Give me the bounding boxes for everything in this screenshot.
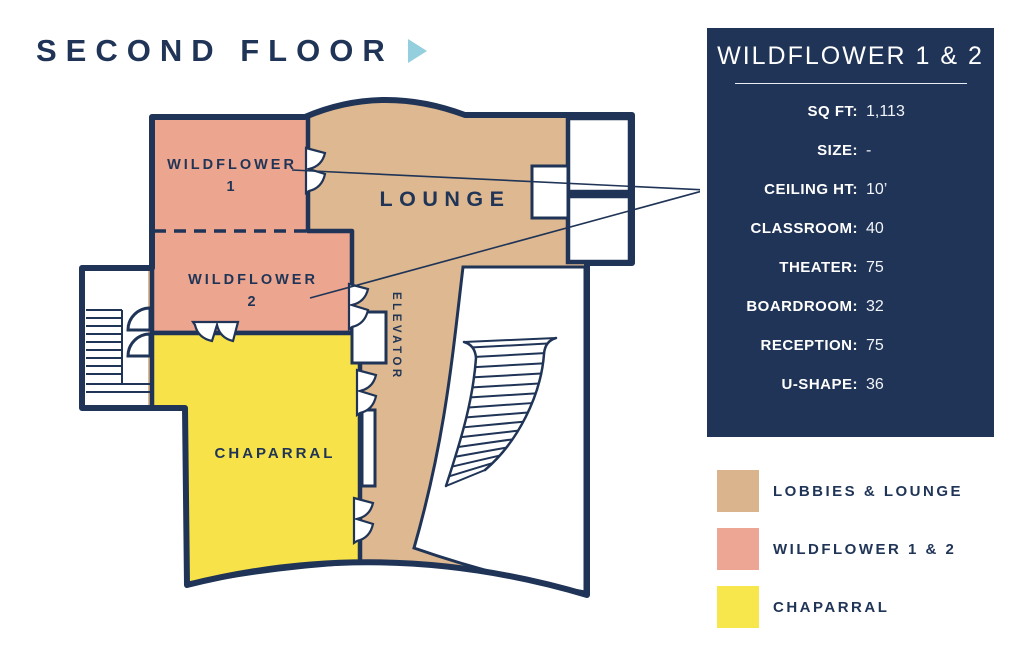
spec-row: THEATER: 75 (707, 248, 994, 287)
spec-label: THEATER: (779, 259, 858, 276)
corridor-gap (360, 408, 377, 488)
right-arrow-icon (407, 39, 427, 63)
building-outline (79, 97, 635, 598)
legend-item: LOBBIES & LOUNGE (717, 470, 963, 512)
spec-row: BOARDROOM: 32 (707, 287, 994, 326)
spec-row: U-SHAPE: 36 (707, 365, 994, 404)
detail-panel-title: WILDFLOWER 1 & 2 (717, 42, 984, 70)
legend-label: WILDFLOWER 1 & 2 (773, 540, 957, 558)
room-upper-right-a (565, 115, 633, 195)
spec-row: SQ FT: 1,113 (707, 92, 994, 131)
panel-divider (734, 83, 967, 84)
spec-value: 75 (866, 337, 884, 354)
label-elevator: ELEVATOR (390, 292, 402, 381)
legend-label: CHAPARRAL (773, 598, 890, 616)
leader-line-wildflower1 (291, 169, 700, 191)
legend-item: WILDFLOWER 1 & 2 (717, 528, 963, 570)
leader-line-wildflower2 (309, 190, 700, 299)
spec-row: CEILING HT: 10’ (707, 170, 994, 209)
spec-value: 36 (866, 376, 884, 393)
spec-label: RECEPTION: (760, 337, 858, 354)
room-upper-right-b (565, 193, 633, 265)
spec-label: U-SHAPE: (781, 376, 858, 393)
spec-label: SIZE: (817, 142, 858, 159)
door-stair-lower (126, 332, 152, 358)
spec-value: 10’ (866, 181, 888, 198)
spec-row: SIZE: - (707, 131, 994, 170)
floor-plan: WILDFLOWER 1 WILDFLOWER 2 LOUNGE CHAPARR… (79, 97, 700, 598)
spec-value: 32 (866, 298, 884, 315)
vestibule (530, 164, 570, 220)
spec-label: CEILING HT: (764, 181, 858, 198)
legend: LOBBIES & LOUNGE WILDFLOWER 1 & 2 CHAPAR… (717, 470, 963, 644)
label-chaparral: CHAPARRAL (215, 445, 336, 462)
door-stair-upper (126, 306, 152, 332)
spec-label: BOARDROOM: (746, 298, 858, 315)
label-wildflower1-number: 1 (226, 179, 237, 195)
legend-color-swatch (717, 470, 759, 512)
spec-row: CLASSROOM: 40 (707, 209, 994, 248)
spec-list: SQ FT: 1,113 SIZE: - CEILING HT: 10’ CLA… (707, 92, 994, 404)
label-wildflower1: WILDFLOWER (167, 157, 297, 173)
spec-label: SQ FT: (807, 103, 858, 120)
left-stairs-treads (86, 309, 150, 393)
spec-value: 75 (866, 259, 884, 276)
label-wildflower2-number: 2 (247, 294, 258, 310)
legend-color-swatch (717, 586, 759, 628)
label-lounge: LOUNGE (380, 187, 511, 211)
legend-item: CHAPARRAL (717, 586, 963, 628)
spec-row: RECEPTION: 75 (707, 326, 994, 365)
legend-color-swatch (717, 528, 759, 570)
legend-label: LOBBIES & LOUNGE (773, 482, 964, 500)
label-wildflower2: WILDFLOWER (188, 272, 318, 288)
spec-value: - (866, 142, 872, 159)
floor-title: SECOND FLOOR (36, 33, 427, 69)
spec-value: 1,113 (866, 103, 905, 120)
curved-staircase (444, 336, 558, 488)
spec-label: CLASSROOM: (750, 220, 858, 237)
floor-title-text: SECOND FLOOR (36, 33, 394, 68)
detail-panel: WILDFLOWER 1 & 2 SQ FT: 1,113 SIZE: - CE… (707, 28, 994, 437)
spec-value: 40 (866, 220, 884, 237)
